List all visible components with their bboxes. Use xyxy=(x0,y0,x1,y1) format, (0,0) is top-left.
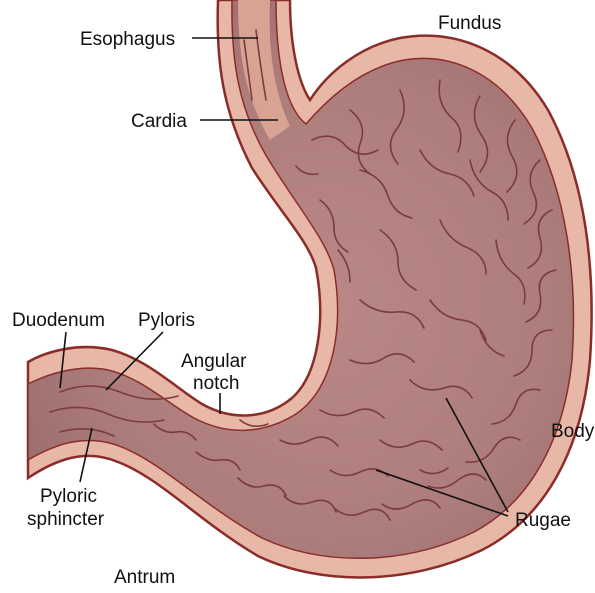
esophagus-lumen xyxy=(238,0,290,140)
label-pyloric-sphincter-line2: sphincter xyxy=(27,509,105,530)
stomach-lumen xyxy=(27,0,575,559)
label-rugae: Rugae xyxy=(515,510,571,531)
label-cardia: Cardia xyxy=(131,111,187,132)
label-angular-notch-line2: notch xyxy=(193,373,239,394)
label-pyloric-sphincter-line1: Pyloric xyxy=(40,486,97,507)
label-fundus: Fundus xyxy=(438,13,501,34)
label-pyloris: Pyloris xyxy=(138,310,195,331)
label-antrum: Antrum xyxy=(114,567,175,588)
leader-lines xyxy=(59,37,509,517)
rugae-folds xyxy=(49,29,557,521)
label-duodenum: Duodenum xyxy=(12,310,105,331)
label-body: Body xyxy=(551,421,595,442)
label-esophagus: Esophagus xyxy=(80,29,175,50)
label-angular-notch-line1: Angular xyxy=(181,351,247,372)
